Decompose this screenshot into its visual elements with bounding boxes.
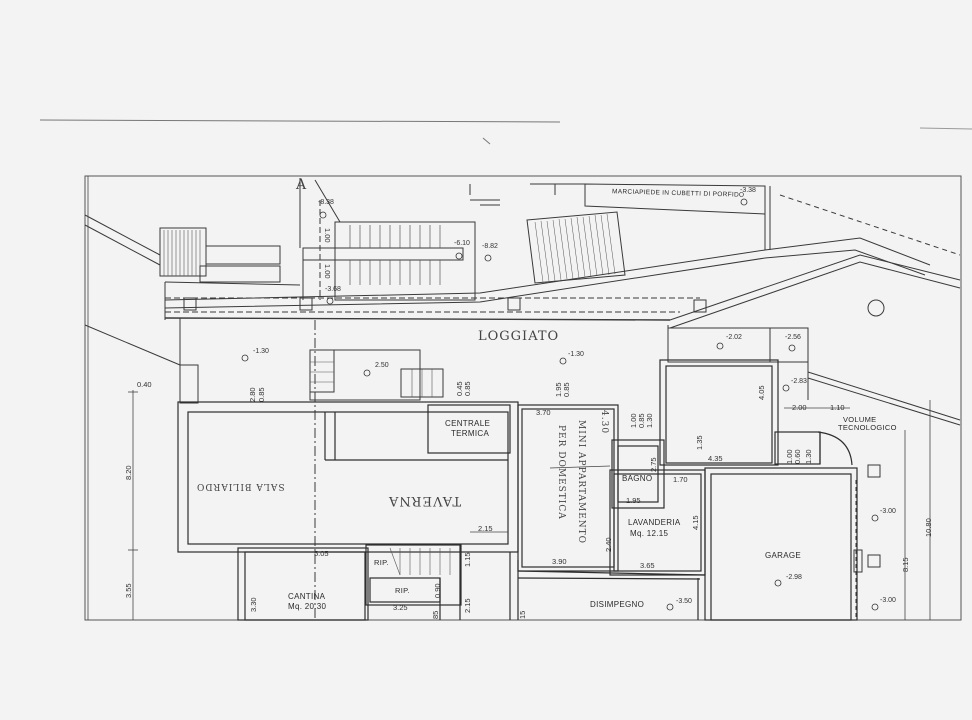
dim-door-1-w: 0.85: [257, 387, 266, 402]
level-markers: [241, 198, 879, 611]
dim-door-4-x: 1.30: [645, 413, 654, 428]
label-cantina: CANTINA: [288, 592, 326, 601]
label-biliardo: SALA BILIARDO: [196, 481, 285, 491]
dim-right-room-inner: 1.35: [695, 435, 704, 450]
label-taverna: TAVERNA: [388, 493, 462, 508]
level-garage-ext-1: -3.00: [880, 508, 896, 515]
label-loggiato: LOGGIATO: [478, 329, 560, 344]
dim-mini-width: 3.70: [536, 408, 551, 417]
label-bagno: BAGNO: [622, 474, 653, 483]
label-disimpegno: DISIMPEGNO: [590, 600, 645, 609]
level-garage-ext-2: -3.00: [880, 597, 896, 604]
dim-vt-2: 1.10: [830, 403, 845, 412]
dim-bottom-85: 85: [431, 610, 440, 619]
dim-door-3-w: 0.85: [562, 382, 571, 397]
dim-door-1-h: 2.80: [248, 387, 257, 402]
drawing-frame: [84, 175, 962, 621]
level-loggiato-left: -1.30: [253, 348, 269, 355]
label-tecnologico: TECNOLOGICO: [838, 423, 897, 432]
label-garage: GARAGE: [765, 551, 802, 560]
dim-bagno-h: 2.75: [649, 457, 658, 472]
dim-mini-bottom: 3.90: [552, 557, 567, 566]
scan-line: [39, 119, 561, 123]
column-circle: [867, 299, 885, 317]
dim-rip-0-90: 0.90: [433, 583, 442, 598]
level-disimpegno: -3.50: [676, 598, 692, 605]
dim-bottom-15: 15: [518, 610, 527, 619]
dim-right-room-w: 4.35: [708, 454, 723, 463]
level-loggiato-right: -1.30: [568, 351, 584, 358]
dim-taverna-5-05: 5.05: [314, 549, 329, 558]
level-right-upper-1: -2.02: [726, 334, 742, 341]
label-volume: VOLUME: [843, 415, 877, 424]
level-stair-right: -8.82: [482, 243, 498, 250]
dim-lav-side: 4.15: [691, 515, 700, 530]
label-centrale-termica-line1: CENTRALE: [445, 419, 491, 428]
dim-rip-3-25: 3.25: [393, 603, 408, 612]
dim-stair-1: 1.00: [323, 228, 332, 243]
dim-stair-2: 1.00: [323, 264, 332, 279]
dim-rip-2-15: 2.15: [463, 598, 472, 613]
dim-rip-1-15: 1.15: [463, 552, 472, 567]
level-stair-top: -8.38: [318, 199, 334, 206]
level-landing: 2.50: [375, 362, 389, 369]
dim-mini-side: 2.40: [604, 537, 613, 552]
dim-lav-bottom: 3.65: [640, 561, 655, 570]
level-stair-bottom: -3.68: [325, 286, 341, 293]
dim-vt-door-w: 0.60: [793, 449, 802, 464]
label-cantina-area: Mq. 20.30: [288, 602, 327, 611]
dim-vt-side: 1.30: [804, 449, 813, 464]
dim-left-0-40: 0.40: [137, 380, 152, 389]
dim-cantina-h: 3.30: [249, 597, 258, 612]
label-centrale-termica: CENTRALE TERMICA: [445, 419, 490, 438]
dim-right-10-80: 10.80: [924, 518, 933, 537]
level-stair-mid: -6.10: [454, 240, 470, 247]
dim-mini-depth: 4.30: [599, 410, 609, 435]
hatched-block-center: [526, 211, 626, 284]
dim-taverna-2-15: 2.15: [478, 524, 493, 533]
dim-right-room-h: 4.05: [757, 385, 766, 400]
dim-right-8-15: 8.15: [901, 557, 910, 572]
label-rip-2: RIP.: [395, 586, 410, 595]
dim-left-3-55: 3.55: [124, 583, 133, 598]
label-per-domestica: PER DOMESTICA: [556, 425, 566, 520]
level-garage: -2.98: [786, 574, 802, 581]
dim-vt-1: 2.00: [792, 403, 807, 412]
hatched-block-left: [159, 227, 207, 277]
level-top-marciapiede: -3.38: [740, 187, 756, 194]
label-lavanderia: LAVANDERIA: [628, 518, 681, 527]
label-rip-1: RIP.: [374, 558, 389, 567]
dim-door-2-w: 0.85: [463, 381, 472, 396]
label-mini-appartamento: MINI APPARTAMENTO: [576, 420, 586, 545]
level-right-mid: -2.83: [791, 378, 807, 385]
label-centrale-termica-line2: TERMICA: [450, 428, 490, 438]
dim-lav-top: 1.70: [673, 475, 688, 484]
level-right-upper-2: -2.56: [785, 334, 801, 341]
dim-bagno-w: 1.95: [626, 496, 641, 505]
dim-left-8-20: 8.20: [124, 465, 133, 480]
section-marker: A: [296, 177, 308, 193]
label-lavanderia-area: Mq. 12.15: [630, 529, 669, 538]
